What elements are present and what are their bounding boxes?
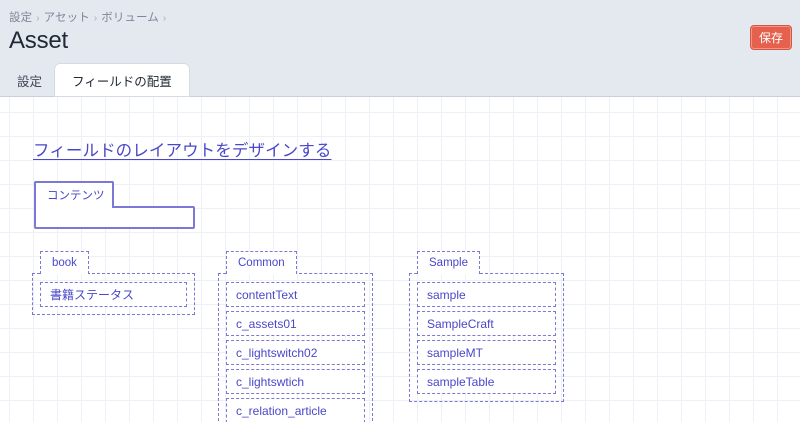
field-item[interactable]: contentText	[226, 282, 365, 307]
breadcrumb-separator-icon: ›	[162, 13, 167, 24]
field-group-tab-notch	[41, 273, 88, 275]
content-tab-panel[interactable]	[34, 206, 195, 229]
field-item[interactable]: sample	[417, 282, 556, 307]
content-tab-notch	[36, 206, 112, 208]
field-group-tab-notch	[227, 273, 296, 275]
content-tab[interactable]: コンテンツ	[34, 181, 114, 207]
breadcrumb-item-0[interactable]: 設定	[9, 12, 33, 24]
field-group-tab[interactable]: book	[40, 251, 89, 274]
field-item[interactable]: sampleMT	[417, 340, 556, 365]
field-item[interactable]: c_lightswitch02	[226, 340, 365, 365]
field-group-tab-notch	[418, 273, 479, 275]
field-item[interactable]: c_relation_article	[226, 398, 365, 422]
breadcrumb-item-1[interactable]: アセット	[43, 12, 90, 24]
field-item[interactable]: c_lightswtich	[226, 369, 365, 394]
field-item[interactable]: 書籍ステータス	[40, 282, 187, 307]
page-title: Asset	[9, 27, 69, 54]
breadcrumb-item-2[interactable]: ボリューム	[101, 12, 159, 24]
field-item[interactable]: c_assets01	[226, 311, 365, 336]
save-button[interactable]: 保存	[750, 25, 792, 50]
breadcrumb-separator-icon: ›	[36, 13, 40, 24]
design-field-layout-link[interactable]: フィールドのレイアウトをデザインする	[33, 142, 332, 160]
tab-settings[interactable]: 設定	[17, 75, 43, 89]
page-header: 設定›アセット›ボリューム› Asset 保存	[0, 0, 800, 63]
field-group-body[interactable]: contentText c_assets01 c_lightswitch02 c_li…	[218, 273, 373, 422]
field-group-tab[interactable]: Common	[226, 251, 297, 274]
breadcrumb-separator-icon: ›	[93, 13, 98, 24]
breadcrumb: 設定›アセット›ボリューム›	[9, 9, 170, 25]
field-item[interactable]: SampleCraft	[417, 311, 556, 336]
tab-bar: 設定 フィールドの配置	[0, 63, 800, 97]
field-group-tab[interactable]: Sample	[417, 251, 480, 274]
field-group-body[interactable]: 書籍ステータス	[32, 273, 195, 315]
layout-canvas: フィールドのレイアウトをデザインする コンテンツ 書籍ステータス book cont…	[0, 97, 800, 422]
field-item[interactable]: sampleTable	[417, 369, 556, 394]
tab-bar-divider	[0, 96, 800, 97]
tab-field-layout[interactable]: フィールドの配置	[55, 64, 189, 97]
